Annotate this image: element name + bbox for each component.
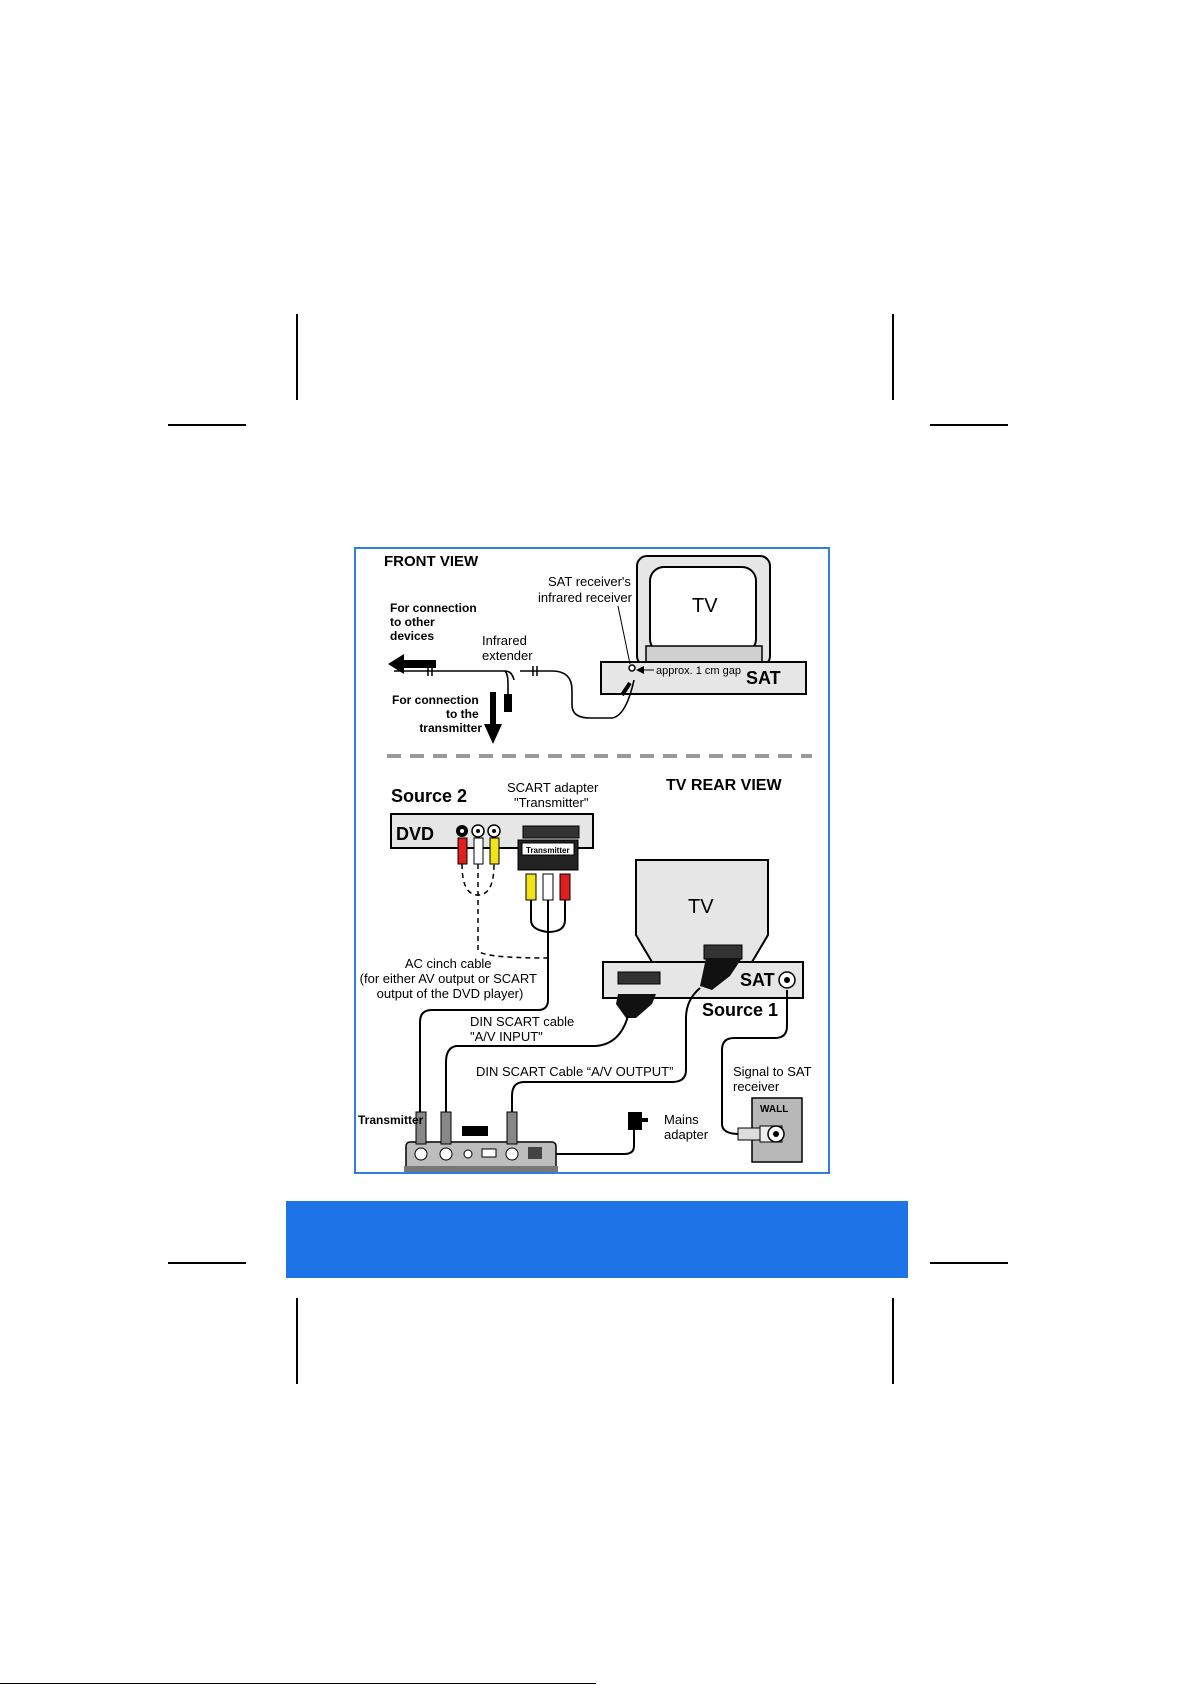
sat-front-label: SAT <box>746 668 781 688</box>
other-devices-label: For connection to other devices <box>390 601 480 643</box>
scart-plug-input <box>616 994 656 1018</box>
mains-adapter-icon <box>628 1112 648 1130</box>
crop-mark-bottom-right-h <box>930 1262 1008 1264</box>
din-input-cable <box>445 1015 629 1115</box>
source2-label: Source 2 <box>391 786 467 806</box>
mains-cable <box>556 1130 635 1155</box>
crop-mark-top-right-v <box>892 314 894 400</box>
cinch-cable <box>419 900 566 1115</box>
arrow-to-transmitter-icon <box>484 692 502 744</box>
transmitter-label: Transmitter <box>358 1113 424 1127</box>
sat-rear-label: SAT <box>740 970 775 990</box>
crop-mark-top-right-h <box>930 424 1008 426</box>
dvd-rca-plugs <box>457 837 500 865</box>
ir-receiver-pointer <box>617 605 631 665</box>
dashed-cinch-cables <box>461 863 549 959</box>
wall-socket-icon <box>737 1125 785 1143</box>
footer-rule <box>0 1683 596 1684</box>
tv-rear-label: TV <box>688 896 714 918</box>
adapter-rca-plugs <box>525 873 571 901</box>
transmitter-device <box>404 1126 558 1172</box>
ir-receiver-label: SAT receiver's infrared receiver <box>538 574 635 605</box>
source1-label: Source 1 <box>702 1000 778 1020</box>
signal-label: Signal to SAT receiver <box>733 1064 815 1094</box>
crop-mark-bottom-left-v <box>296 1298 298 1384</box>
din-output-label: DIN SCART Cable “A/V OUTPUT” <box>476 1064 673 1079</box>
scart-adapter-label: SCART adapter "Transmitter" <box>507 780 602 810</box>
dvd-label: DVD <box>396 824 434 844</box>
tv-front-icon <box>636 555 771 667</box>
mains-label: Mains adapter <box>664 1112 709 1142</box>
crop-mark-bottom-left-h <box>168 1262 246 1264</box>
tv-front-label: TV <box>692 595 718 617</box>
scart-plug-output <box>700 958 742 990</box>
blue-footer-band <box>286 1201 908 1278</box>
antenna-cable <box>721 990 788 1135</box>
ac-cinch-label: AC cinch cable (for either AV output or … <box>360 956 541 1001</box>
wall-label: WALL <box>760 1104 788 1115</box>
din-output-cable <box>511 987 701 1115</box>
crop-mark-top-left-v <box>296 314 298 400</box>
ir-sensor-icon <box>628 664 636 672</box>
front-view-title: FRONT VIEW <box>384 553 479 570</box>
rear-view-title: TV REAR VIEW <box>666 777 782 794</box>
scart-adapter-badge: Transmitter <box>526 846 570 855</box>
ir-extender-plug <box>504 694 512 712</box>
arrow-other-devices-icon <box>388 654 436 674</box>
crop-mark-bottom-right-v <box>892 1298 894 1384</box>
infrared-extender-label: Infrared extender <box>482 633 533 663</box>
gap-label: approx. 1 cm gap <box>656 665 741 677</box>
din-input-label: DIN SCART cable "A/V INPUT" <box>470 1014 578 1044</box>
crop-mark-top-left-h <box>168 424 246 426</box>
to-transmitter-label: For connection to the transmitter <box>392 693 482 735</box>
